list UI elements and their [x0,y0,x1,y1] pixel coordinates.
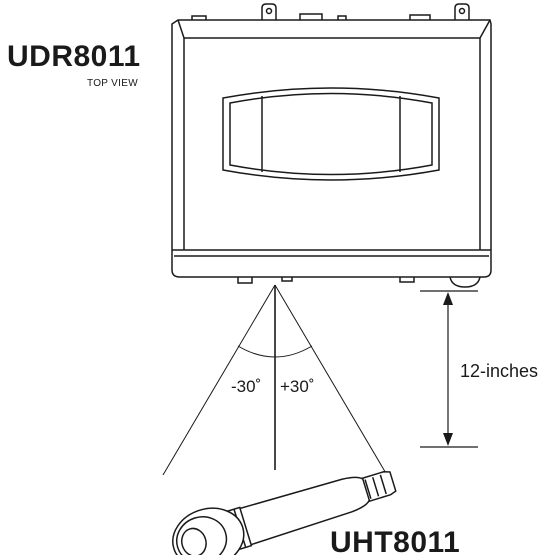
receiver-model-label: UDR8011 [7,40,141,73]
distance-marker [420,290,478,448]
foot-1 [237,277,253,284]
pickup-cone [162,284,388,476]
transmitter-model-label: UHT8011 [330,526,461,559]
angle-left-label: -30˚ [231,377,262,396]
angle-right-label: +30˚ [280,377,315,396]
transmitter-mic [172,471,397,555]
distance-label: 12-inches [460,361,539,381]
cone-left-edge [162,284,276,476]
angle-arc [237,345,313,358]
receiver-body [171,3,492,288]
foot-3 [399,277,415,283]
top-connector [299,13,323,20]
top-clip-left [191,15,207,20]
foot-4 [449,276,481,288]
top-clip-mid [337,15,347,20]
receiver-view-label: TOP VIEW [87,78,138,89]
antenna-right [454,3,470,20]
arrow-up-icon [443,292,453,305]
cone-right-edge [274,284,388,476]
foot-2 [281,277,293,282]
top-clip-right [409,14,431,20]
arrow-down-icon [443,433,453,446]
mic-handle [235,476,371,547]
antenna-left [261,3,277,20]
grip-recess [222,87,440,181]
